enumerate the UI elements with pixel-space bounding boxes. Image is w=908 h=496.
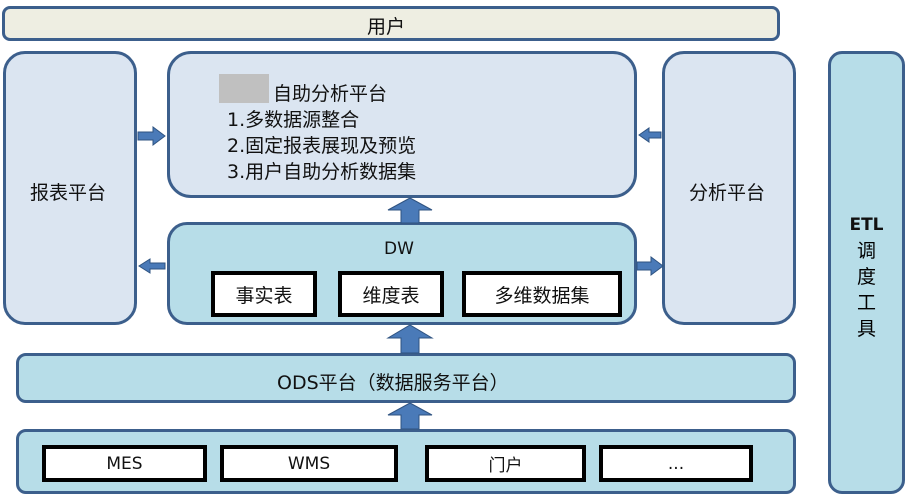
- self-service-title: 自助分析平台: [273, 83, 388, 105]
- user-layer: 用户: [2, 6, 780, 41]
- analysis-platform: 分析平台: [662, 51, 796, 325]
- source-portal: 门户: [425, 445, 586, 482]
- etl-char: 工: [856, 292, 876, 314]
- etl-char: 调: [856, 240, 876, 262]
- dw-item-dimension-table: 维度表: [338, 271, 444, 317]
- dw-title: DW: [384, 239, 414, 259]
- source-systems-layer: MES WMS 门户 ...: [16, 429, 796, 494]
- report-platform: 报表平台: [3, 51, 137, 325]
- self-service-item: 3.用户自助分析数据集: [227, 161, 417, 183]
- source-more: ...: [599, 445, 753, 482]
- arrow-analysis-to-selfservice: [638, 127, 662, 143]
- ods-layer: ODS平台（数据服务平台）: [16, 353, 796, 403]
- etl-scheduler: ETL 调 度 工 具: [828, 51, 905, 494]
- self-service-item: 2.固定报表展现及预览: [227, 135, 417, 157]
- arrow-dw-to-report: [138, 258, 166, 274]
- source-wms: WMS: [220, 445, 398, 482]
- etl-char: 度: [856, 266, 876, 288]
- user-layer-label: 用户: [367, 16, 406, 38]
- arrow-dw-to-analysis: [636, 256, 664, 276]
- dw-item-fact-table: 事实表: [211, 271, 317, 317]
- self-service-platform: 自助分析平台 1.多数据源整合 2.固定报表展现及预览 3.用户自助分析数据集: [167, 51, 637, 198]
- redacted-block: [219, 74, 269, 103]
- etl-char: 具: [856, 318, 876, 340]
- arrow-ods-to-dw: [386, 324, 434, 354]
- analysis-platform-label: 分析平台: [689, 182, 766, 204]
- arrow-dw-to-selfservice: [387, 197, 433, 224]
- source-mes: MES: [42, 445, 207, 482]
- arrow-sources-to-ods: [387, 402, 433, 430]
- arrow-report-to-selfservice: [137, 126, 166, 146]
- dw-item-cube: 多维数据集: [462, 271, 622, 317]
- ods-label: ODS平台（数据服务平台）: [277, 372, 509, 394]
- report-platform-label: 报表平台: [30, 182, 107, 204]
- dw-layer: DW 事实表 维度表 多维数据集: [167, 222, 637, 325]
- etl-title: ETL: [849, 215, 884, 235]
- self-service-item: 1.多数据源整合: [227, 109, 360, 131]
